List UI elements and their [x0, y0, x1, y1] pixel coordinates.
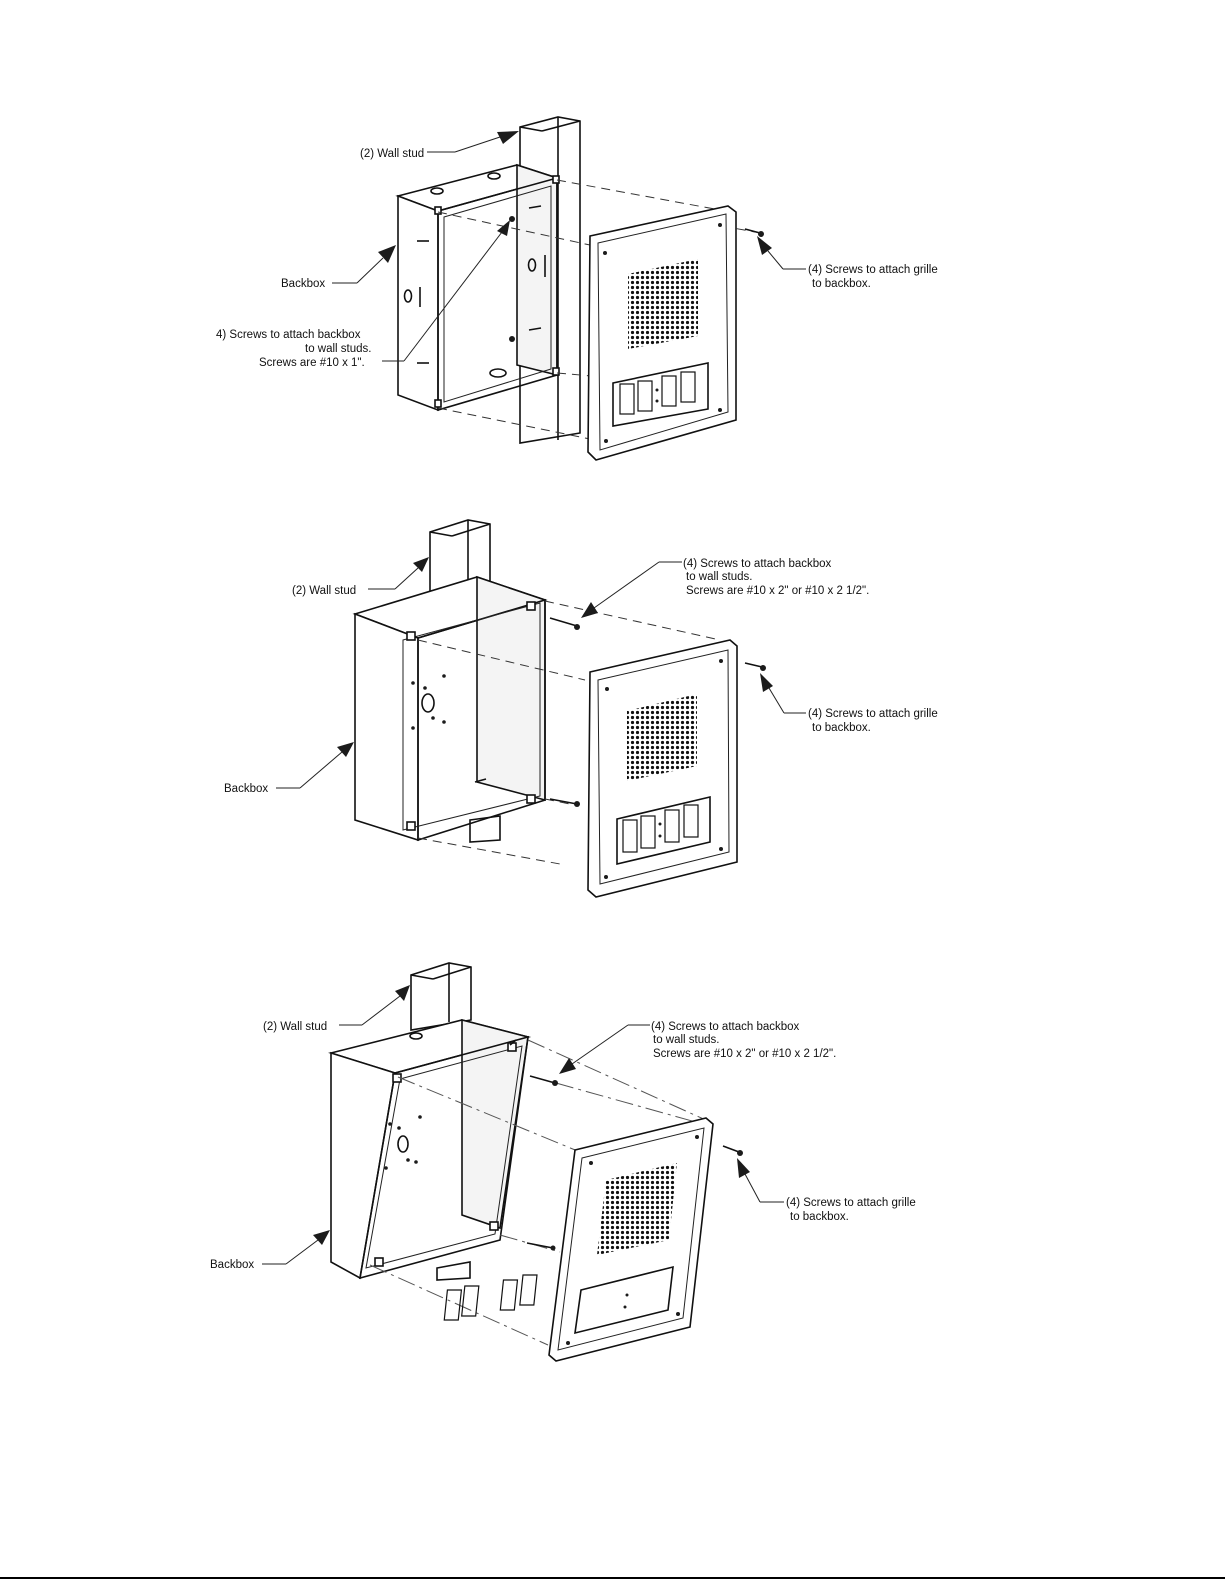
clock-display-2 [616, 795, 711, 866]
label-wall-stud: (2) Wall stud [292, 585, 356, 597]
callout-backbox-2: Backbox [224, 742, 354, 795]
backbox-2 [352, 575, 548, 842]
label-grille-screws-line2: to backbox. [812, 722, 871, 734]
label-backbox-screws-line1: 4) Screws to attach backbox [216, 329, 361, 341]
wall-stud-3 [410, 962, 472, 1281]
grille-plate-1 [587, 205, 737, 461]
label-wall-stud: (2) Wall stud [360, 148, 424, 160]
label-backbox: Backbox [281, 278, 325, 290]
label-backbox-screws-line1: (4) Screws to attach backbox [651, 1021, 800, 1033]
mounting-holes-3 [384, 1115, 422, 1170]
callout-grille-screws-3: (4) Screws to attach grille to backbox. [737, 1158, 916, 1223]
label-backbox-screws-line1: (4) Screws to attach backbox [683, 558, 832, 570]
figure-2-surface-mount-deep-backbox: (2) Wall stud Backbox (4) Screws to atta… [224, 519, 938, 898]
projection-lines-3 [369, 1039, 711, 1346]
label-grille-screws-line1: (4) Screws to attach grille [808, 708, 938, 720]
grille-screw-icon-2 [744, 662, 766, 671]
callout-backbox-1: Backbox [281, 245, 396, 290]
grille-screw-icon-3 [722, 1145, 743, 1156]
label-grille-screws-line2: to backbox. [812, 278, 871, 290]
label-backbox: Backbox [210, 1259, 254, 1271]
label-backbox-screws-line3: Screws are #10 x 2" or #10 x 2 1/2". [653, 1048, 836, 1060]
label-backbox-screws-line3: Screws are #10 x 2" or #10 x 2 1/2". [686, 585, 869, 597]
callout-wall-stud-2: (2) Wall stud [292, 557, 429, 597]
label-backbox-screws-line2: to wall studs. [653, 1034, 719, 1046]
page-bottom-rule [0, 1577, 1225, 1579]
projection-lines-2 [417, 600, 721, 865]
callout-wall-stud-3: (2) Wall stud [263, 985, 410, 1033]
mounting-holes-2 [411, 674, 446, 730]
label-wall-stud: (2) Wall stud [263, 1021, 327, 1033]
label-backbox: Backbox [224, 783, 268, 795]
label-backbox-screws-line3: Screws are #10 x 1". [259, 357, 365, 369]
grille-screw-icon-1 [744, 228, 764, 237]
clock-display-3 [443, 1265, 674, 1335]
grille-plate-3 [443, 1117, 714, 1362]
callout-backbox-screws-1: 4) Screws to attach backbox to wall stud… [216, 220, 510, 369]
callout-wall-stud-1: (2) Wall stud [360, 131, 519, 160]
callout-backbox-screws-2: (4) Screws to attach backbox to wall stu… [581, 558, 869, 618]
callout-backbox-screws-3: (4) Screws to attach backbox to wall stu… [559, 1021, 836, 1074]
label-grille-screws-line1: (4) Screws to attach grille [808, 264, 938, 276]
callout-backbox-3: Backbox [210, 1230, 330, 1271]
label-grille-screws-line1: (4) Screws to attach grille [786, 1197, 916, 1209]
clock-display-1 [612, 362, 709, 427]
label-backbox-screws-line2: to wall studs. [686, 571, 752, 583]
callout-grille-screws-1: (4) Screws to attach grille to backbox. [757, 236, 938, 290]
label-grille-screws-line2: to backbox. [790, 1211, 849, 1223]
callout-grille-screws-2: (4) Screws to attach grille to backbox. [760, 673, 938, 734]
label-backbox-screws-line2: to wall studs. [305, 343, 371, 355]
figure-1-surface-mount-thin-backbox: (2) Wall stud Backbox 4) Screws to attac… [216, 116, 938, 461]
backbox-3 [328, 1018, 532, 1280]
figure-3-angled-backbox: (2) Wall stud Backbox (4) Screws to atta… [210, 962, 916, 1362]
grille-plate-2 [587, 639, 738, 898]
